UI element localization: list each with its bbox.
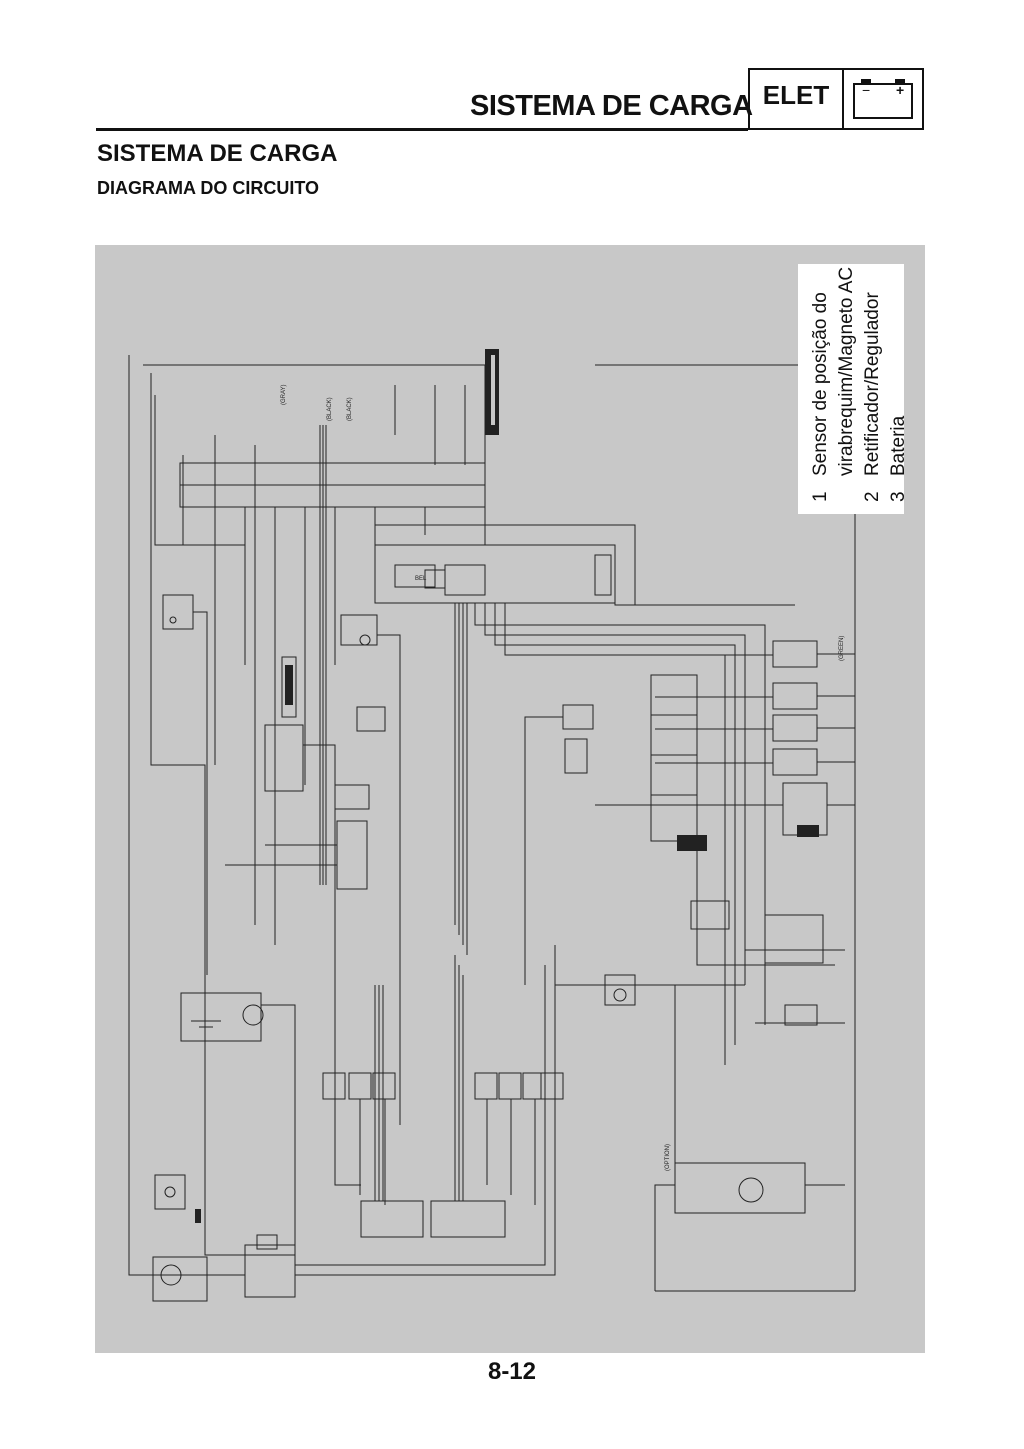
header-rule bbox=[96, 128, 748, 131]
legend-list: 1 Sensor de posição do virabrequim/Magne… bbox=[798, 264, 909, 514]
legend-item: 2 Retificador/Regulador bbox=[860, 276, 886, 502]
battery-plus: + bbox=[896, 82, 904, 98]
legend-label-continued: virabrequim/Magneto AC bbox=[836, 266, 857, 476]
label-option: (OPTION) bbox=[665, 1144, 671, 1171]
legend-label: Retificador/Regulador bbox=[862, 292, 883, 476]
battery-icon: − + bbox=[844, 70, 922, 128]
label-black-1: (BLACK) bbox=[327, 397, 333, 421]
badge-label: ELET bbox=[750, 70, 844, 128]
legend-item: 1 Sensor de posição do bbox=[808, 276, 834, 502]
legend-label: Bateria bbox=[888, 415, 909, 476]
legend-number: 2 bbox=[862, 491, 883, 502]
section-badge: ELET − + bbox=[748, 68, 924, 130]
legend-label: Sensor de posição do bbox=[810, 292, 831, 476]
circuit-diagram: BEL (OPTION) (BLACK) (BLACK) (GRAY) (GRE… bbox=[95, 245, 925, 1353]
subsection-title: DIAGRAMA DO CIRCUITO bbox=[97, 178, 319, 198]
label-green: (GREEN) bbox=[839, 636, 845, 661]
label-gray: (GRAY) bbox=[281, 384, 287, 405]
label-black-2: (BLACK) bbox=[347, 397, 353, 421]
label-bel: BEL bbox=[415, 576, 427, 582]
legend-box: 1 Sensor de posição do virabrequim/Magne… bbox=[798, 264, 909, 514]
wiring-schematic: BEL (OPTION) (BLACK) (BLACK) (GRAY) (GRE… bbox=[128, 349, 856, 1302]
battery-minus: − bbox=[862, 82, 870, 98]
page-header-title: SISTEMA DE CARGA bbox=[470, 90, 753, 122]
legend-item: 3 Bateria bbox=[886, 276, 912, 502]
page-number: 8-12 bbox=[487, 1358, 537, 1385]
legend-number: 3 bbox=[888, 491, 909, 502]
section-title: SISTEMA DE CARGA bbox=[97, 140, 338, 167]
legend-number: 1 bbox=[810, 491, 831, 502]
